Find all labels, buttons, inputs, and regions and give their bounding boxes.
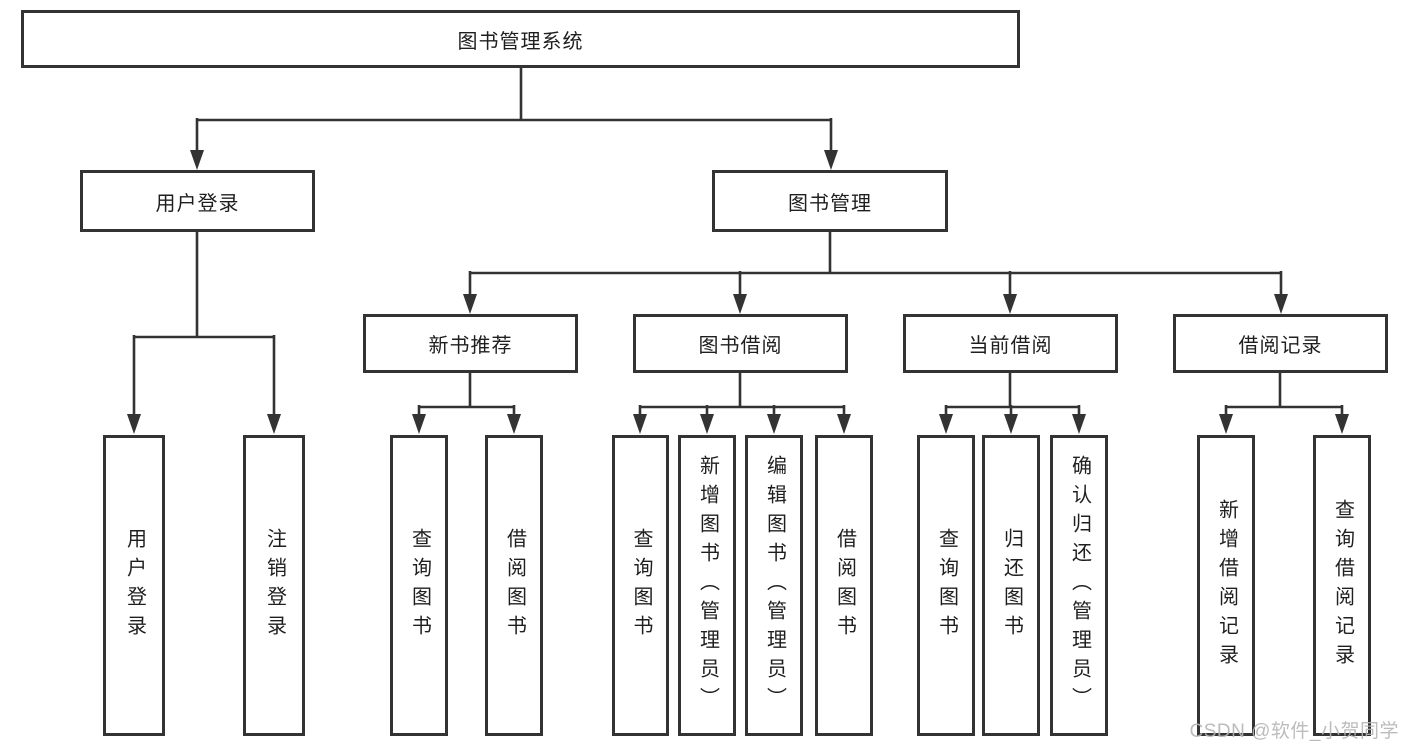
node-label: 确认归还（管理员）	[1068, 455, 1091, 716]
leaf-return-book: 归还图书	[982, 435, 1040, 736]
node-current-borrowing: 当前借阅	[903, 314, 1118, 373]
node-label: 借阅图书	[833, 527, 856, 644]
node-book-borrowing: 图书借阅	[633, 314, 848, 373]
csdn-watermark: CSDN @软件_小贺同学	[1189, 721, 1399, 742]
leaf-confirm-return-admin: 确认归还（管理员）	[1050, 435, 1108, 736]
connector-edges	[132, 66, 1344, 416]
node-book-management: 图书管理	[712, 170, 948, 232]
leaf-add-book-admin: 新增图书（管理员）	[678, 435, 736, 736]
node-label: 借阅记录	[1238, 335, 1323, 357]
leaf-borrow-books-recommend: 借阅图书	[485, 435, 543, 736]
node-borrowing-records: 借阅记录	[1173, 314, 1388, 373]
node-label: 用户登录	[155, 192, 240, 215]
leaf-query-books-borrowing: 查询图书	[612, 435, 669, 736]
node-label: 注销登录	[263, 527, 286, 644]
connector-arrowheads	[127, 150, 1349, 434]
node-label: 图书管理系统	[457, 30, 584, 53]
node-label: 新书推荐	[428, 335, 513, 357]
node-label: 当前借阅	[968, 335, 1053, 357]
node-user-login: 用户登录	[80, 170, 315, 232]
node-label: 用户登录	[123, 527, 146, 644]
leaf-query-books-current: 查询图书	[917, 435, 975, 736]
leaf-query-books-recommend: 查询图书	[390, 435, 448, 736]
node-label: 查询图书	[935, 527, 958, 644]
leaf-edit-book-admin: 编辑图书（管理员）	[745, 435, 803, 736]
leaf-query-borrow-record: 查询借阅记录	[1313, 435, 1371, 736]
node-label: 新增借阅记录	[1215, 498, 1238, 673]
node-label: 图书借阅	[698, 335, 783, 357]
node-label: 借阅图书	[503, 527, 526, 644]
node-new-book-recommend: 新书推荐	[363, 314, 578, 373]
node-label: 新增图书（管理员）	[696, 455, 719, 716]
node-label: 查询图书	[630, 527, 652, 644]
node-label: 查询图书	[408, 527, 431, 644]
node-label: 编辑图书（管理员）	[763, 455, 786, 716]
leaf-add-borrow-record: 新增借阅记录	[1197, 435, 1255, 736]
leaf-user-login: 用户登录	[103, 435, 165, 736]
leaf-logout: 注销登录	[243, 435, 305, 736]
node-label: 归还图书	[1000, 527, 1023, 644]
leaf-borrow-books-borrowing: 借阅图书	[815, 435, 873, 736]
node-label: 查询借阅记录	[1331, 498, 1354, 673]
node-label: 图书管理	[788, 192, 872, 215]
node-library-system: 图书管理系统	[21, 10, 1020, 68]
